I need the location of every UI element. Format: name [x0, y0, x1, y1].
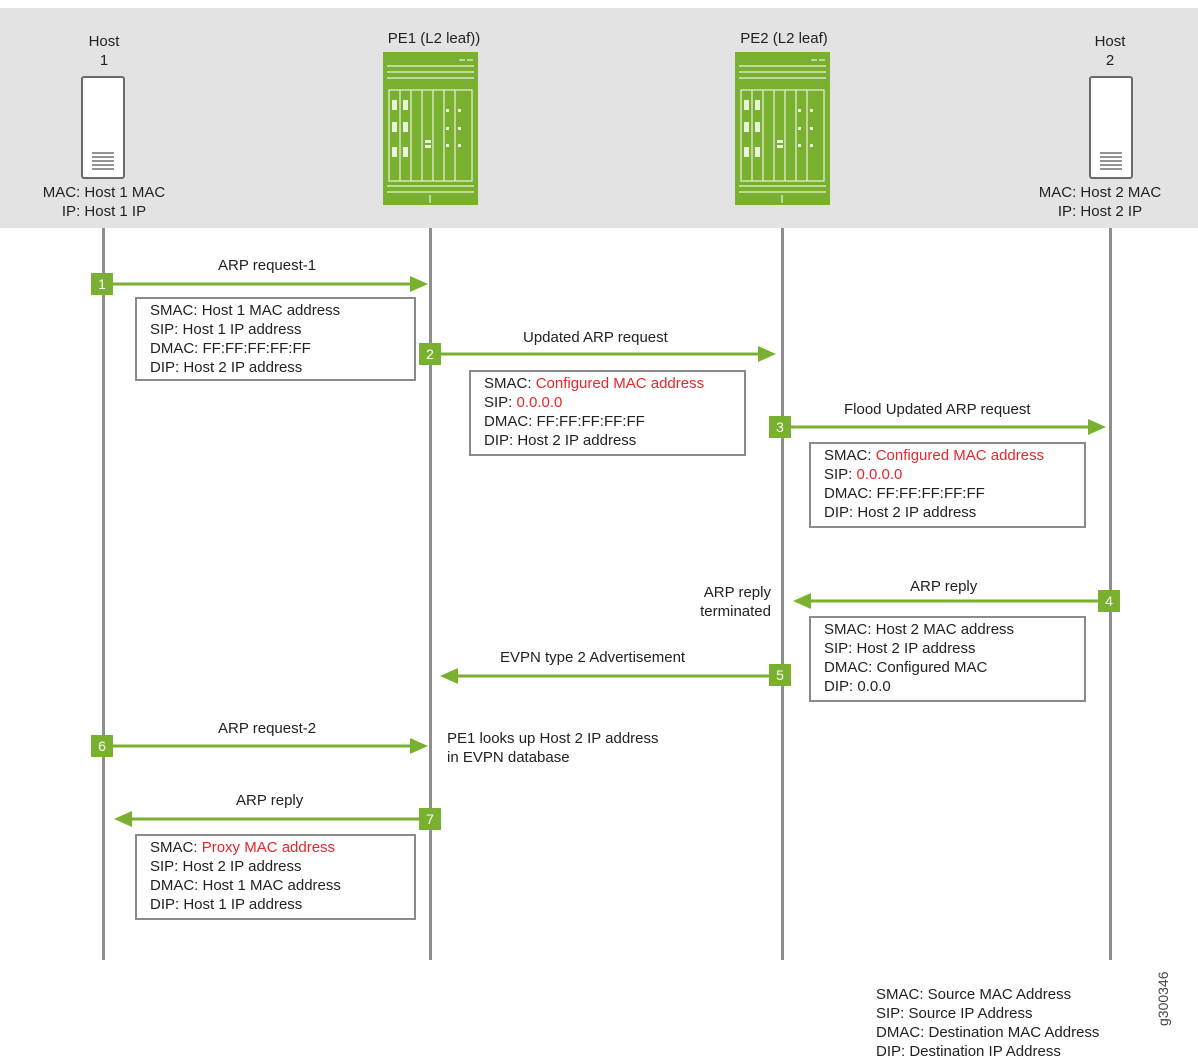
step-label-3: Flood Updated ARP request: [844, 401, 1031, 418]
dip-line: DIP: Host 1 IP address: [150, 896, 303, 913]
dmac-line: DMAC: FF:FF:FF:FF:FF: [824, 485, 985, 502]
smac-line: SMAC: Host 1 MAC address: [150, 302, 341, 319]
host2-addresses: MAC: Host 2 MAC IP: Host 2 IP: [1010, 183, 1190, 221]
router-chassis-icon: [735, 52, 830, 205]
step-badge-4: 4: [1098, 590, 1120, 612]
packet-box-step-7: SMAC: Proxy MAC address SIP: Host 2 IP a…: [135, 834, 416, 920]
dmac-line: DMAC: FF:FF:FF:FF:FF: [150, 340, 311, 357]
host2-title-line2: 2: [1105, 52, 1115, 69]
step-badge-2: 2: [419, 343, 441, 365]
step-label-6: ARP request-2: [218, 720, 317, 737]
host1-mac: MAC: Host 1 MAC: [42, 184, 166, 201]
packet-box-step-2: SMAC: Configured MAC address SIP: 0.0.0.…: [469, 370, 746, 456]
figure-id: g300346: [1155, 971, 1171, 1026]
host2-mac: MAC: Host 2 MAC: [1038, 184, 1162, 201]
host1-title-line1: Host: [88, 33, 120, 50]
arrow-step-4: [793, 593, 1108, 609]
smac-line: SMAC: Configured MAC address: [824, 447, 1045, 464]
sip-line: SIP: Host 2 IP address: [150, 858, 302, 875]
server-vent-graphic: [1100, 152, 1122, 170]
sip-line: SIP: 0.0.0.0: [484, 394, 563, 411]
note-line: ARP reply: [703, 584, 771, 601]
legend-item: SMAC: Source MAC Address: [876, 986, 1072, 1003]
abbreviation-legend: SMAC: Source MAC Address SIP: Source IP …: [876, 985, 1099, 1061]
host1-title-line2: 1: [99, 52, 109, 69]
server-icon: [1089, 76, 1133, 179]
arp-reply-terminated-note: ARP reply terminated: [640, 583, 771, 621]
pe1-title: PE1 (L2 leaf)): [387, 30, 481, 47]
pe2-title: PE2 (L2 leaf): [740, 30, 828, 47]
dmac-line: DMAC: FF:FF:FF:FF:FF: [484, 413, 645, 430]
step-label-5: EVPN type 2 Advertisement: [500, 649, 686, 666]
note-line: PE1 looks up Host 2 IP address: [447, 730, 659, 747]
host2-title-line1: Host: [1094, 33, 1126, 50]
step-label-7: ARP reply: [236, 792, 304, 809]
arrow-step-3: [783, 419, 1106, 435]
arrow-step-5: [440, 668, 780, 684]
step-badge-6: 6: [91, 735, 113, 757]
step-badge-7: 7: [419, 808, 441, 830]
smac-line: SMAC: Configured MAC address: [484, 375, 705, 392]
host1-title: Host 1: [74, 32, 134, 70]
pe2-lifeline: [781, 228, 784, 960]
host1-addresses: MAC: Host 1 MAC IP: Host 1 IP: [14, 183, 194, 221]
dip-line: DIP: Host 2 IP address: [824, 504, 977, 521]
step-label-4: ARP reply: [910, 578, 978, 595]
dip-line: DIP: Host 2 IP address: [484, 432, 637, 449]
step-label-2: Updated ARP request: [523, 329, 668, 346]
arrow-step-6: [104, 738, 428, 754]
host2-title: Host 2: [1080, 32, 1140, 70]
packet-box-step-3: SMAC: Configured MAC address SIP: 0.0.0.…: [809, 442, 1086, 528]
sip-line: SIP: Host 2 IP address: [824, 640, 976, 657]
server-icon: [81, 76, 125, 179]
host1-lifeline: [102, 228, 105, 960]
router-chassis-icon: [383, 52, 478, 205]
arrow-step-7: [114, 811, 430, 827]
note-line: terminated: [700, 603, 771, 620]
pe1-lifeline: [429, 228, 432, 960]
dip-line: DIP: 0.0.0: [824, 678, 891, 695]
step-badge-5: 5: [769, 664, 791, 686]
smac-line: SMAC: Host 2 MAC address: [824, 621, 1015, 638]
sip-line: SIP: 0.0.0.0: [824, 466, 903, 483]
host2-ip: IP: Host 2 IP: [1057, 203, 1143, 220]
arrow-step-2: [430, 346, 776, 362]
dmac-line: DMAC: Configured MAC: [824, 659, 988, 676]
arrow-step-1: [104, 276, 428, 292]
node-header-band: [0, 8, 1198, 228]
step-badge-3: 3: [769, 416, 791, 438]
sip-line: SIP: Host 1 IP address: [150, 321, 302, 338]
smac-line: SMAC: Proxy MAC address: [150, 839, 336, 856]
pe1-lookup-note: PE1 looks up Host 2 IP address in EVPN d…: [447, 729, 659, 767]
server-vent-graphic: [92, 152, 114, 170]
step-label-1: ARP request-1: [218, 257, 317, 274]
legend-item: DMAC: Destination MAC Address: [876, 1024, 1100, 1041]
legend-item: DIP: Destination IP Address: [876, 1043, 1061, 1060]
packet-box-step-1: SMAC: Host 1 MAC address SIP: Host 1 IP …: [135, 297, 416, 381]
legend-item: SIP: Source IP Address: [876, 1005, 1033, 1022]
dip-line: DIP: Host 2 IP address: [150, 359, 303, 376]
dmac-line: DMAC: Host 1 MAC address: [150, 877, 341, 894]
note-line: in EVPN database: [447, 749, 570, 766]
packet-box-step-4: SMAC: Host 2 MAC address SIP: Host 2 IP …: [809, 616, 1086, 702]
host1-ip: IP: Host 1 IP: [61, 203, 147, 220]
step-badge-1: 1: [91, 273, 113, 295]
